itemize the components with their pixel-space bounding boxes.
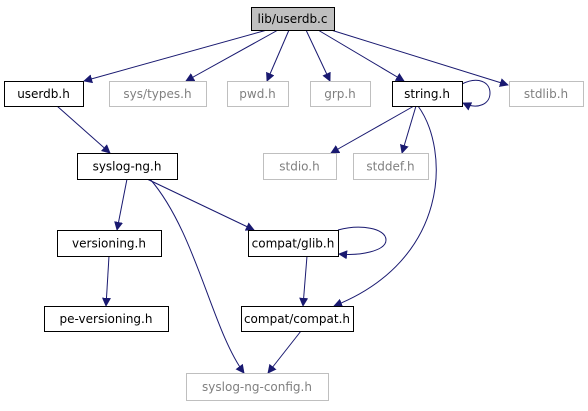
edge-compat-to-syslogngconfig xyxy=(267,330,302,374)
edge-syslogng-to-syslogngconfig xyxy=(149,178,245,374)
node-compat[interactable]: compat/compat.h xyxy=(241,306,354,332)
node-root-box xyxy=(251,7,335,31)
node-string-label: string.h xyxy=(404,87,450,101)
node-versioning-box xyxy=(57,230,162,257)
node-syslogngconfig: syslog-ng-config.h xyxy=(186,373,329,401)
edge-userdb-to-syslogng xyxy=(56,105,111,154)
node-peversioning[interactable]: pe-versioning.h xyxy=(44,306,169,332)
node-string-box xyxy=(392,81,463,107)
node-stddef-box xyxy=(353,153,429,180)
edge-syslogng-to-versioning xyxy=(114,178,128,231)
node-stdlib-box xyxy=(509,81,584,107)
node-userdb-label: userdb.h xyxy=(17,87,70,101)
edge-string-to-compat xyxy=(333,105,437,308)
node-systypes-box xyxy=(109,81,207,107)
node-glib-box xyxy=(248,230,339,257)
node-grp-label: grp.h xyxy=(324,87,356,101)
node-pwd-box xyxy=(227,81,289,107)
node-peversioning-box xyxy=(44,306,169,332)
node-systypes: sys/types.h xyxy=(109,81,207,107)
node-syslogngconfig-box xyxy=(186,373,329,401)
node-stdlib-label: stdlib.h xyxy=(524,87,568,101)
edge-string-to-stddef xyxy=(399,105,417,154)
node-compat-label: compat/compat.h xyxy=(244,312,350,326)
edge-glib-to-glib xyxy=(337,226,387,260)
edge-root-to-userdb xyxy=(83,29,268,84)
edge-syslogng-to-glib xyxy=(146,178,255,231)
edge-root-to-systypes xyxy=(185,29,279,82)
node-glib-label: compat/glib.h xyxy=(252,237,335,251)
node-glib[interactable]: compat/glib.h xyxy=(248,230,339,257)
node-stdlib: stdlib.h xyxy=(509,81,584,107)
node-string[interactable]: string.h xyxy=(392,81,463,107)
edge-string-to-string xyxy=(461,79,491,111)
node-stddef-label: stddef.h xyxy=(366,160,414,174)
node-stdio-label: stdio.h xyxy=(279,160,319,174)
edge-versioning-to-peversioning xyxy=(101,255,111,307)
node-syslogngconfig-label: syslog-ng-config.h xyxy=(202,380,312,394)
edge-root-to-grp xyxy=(305,29,331,82)
node-stddef: stddef.h xyxy=(353,153,429,180)
node-pwd: pwd.h xyxy=(227,81,289,107)
nodes-layer: lib/userdb.c userdb.h sys/types.h pwd.h grp.… xyxy=(4,7,584,401)
node-versioning[interactable]: versioning.h xyxy=(57,230,162,257)
edges-layer xyxy=(56,29,509,374)
node-grp: grp.h xyxy=(310,81,371,107)
node-userdb-box xyxy=(4,81,84,107)
edge-root-to-pwd xyxy=(266,29,290,82)
edge-glib-to-compat xyxy=(299,255,309,307)
node-compat-box xyxy=(241,306,354,332)
node-pwd-label: pwd.h xyxy=(239,87,275,101)
edge-root-to-string xyxy=(317,29,405,82)
node-userdb[interactable]: userdb.h xyxy=(4,81,84,107)
node-stdio: stdio.h xyxy=(263,153,337,180)
node-versioning-label: versioning.h xyxy=(72,237,146,251)
node-systypes-label: sys/types.h xyxy=(123,87,191,101)
node-syslogng-label: syslog-ng.h xyxy=(93,160,162,174)
edge-string-to-stdio xyxy=(330,105,415,154)
node-syslogng-box xyxy=(77,153,178,180)
node-grp-box xyxy=(310,81,371,107)
edge-root-to-stdlib xyxy=(330,29,509,87)
node-syslogng[interactable]: syslog-ng.h xyxy=(77,153,178,180)
node-peversioning-label: pe-versioning.h xyxy=(60,312,153,326)
node-root-label: lib/userdb.c xyxy=(258,12,328,26)
node-stdio-box xyxy=(263,153,337,180)
node-root: lib/userdb.c xyxy=(251,7,335,31)
